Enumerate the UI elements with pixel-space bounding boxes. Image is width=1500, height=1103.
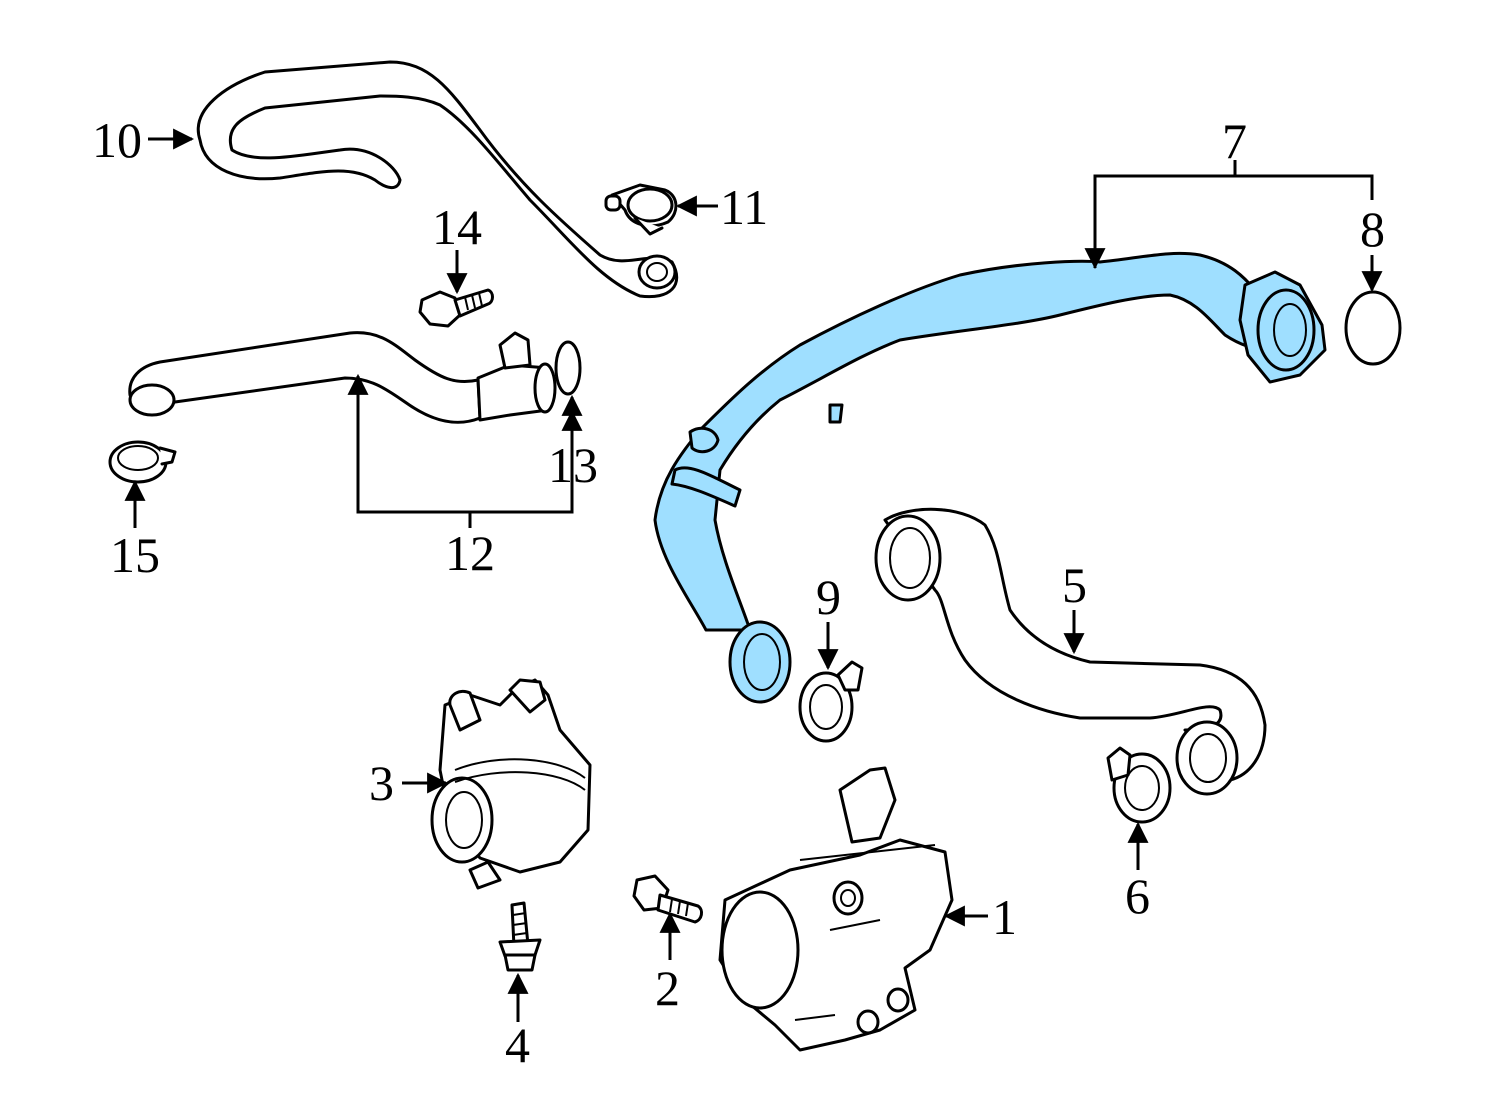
leader-lines	[124, 128, 1383, 1022]
callout-4: 4	[505, 1017, 530, 1073]
part-8-o-ring[interactable]	[1344, 290, 1402, 366]
part-2-bolt[interactable]	[632, 874, 704, 924]
part-13-o-ring[interactable]	[554, 340, 582, 396]
callout-10: 10	[92, 112, 142, 168]
part-11-clamp[interactable]	[604, 183, 678, 236]
part-12-hose[interactable]	[128, 331, 557, 424]
callout-9: 9	[816, 569, 841, 625]
callout-3: 3	[369, 755, 394, 811]
part-9-clamp[interactable]	[798, 660, 864, 743]
callout-14: 14	[432, 199, 482, 255]
part-15-clamp[interactable]	[108, 440, 177, 484]
callout-8: 8	[1360, 201, 1385, 257]
part-5-hose[interactable]	[874, 507, 1267, 796]
part-4-bolt[interactable]	[498, 901, 542, 972]
callout-2: 2	[655, 960, 680, 1016]
part-7-pipe[interactable]	[653, 251, 1327, 704]
part-6-clamp[interactable]	[1106, 746, 1172, 824]
part-1-water-pump[interactable]	[718, 766, 954, 1052]
leader-12-13	[356, 380, 574, 514]
callout-1: 1	[992, 889, 1017, 945]
callout-5: 5	[1062, 557, 1087, 613]
leader-7	[1093, 174, 1374, 268]
callout-12: 12	[445, 525, 495, 581]
part-3-thermostat[interactable]	[430, 678, 592, 890]
part-14-bolt[interactable]	[418, 288, 494, 328]
callout-11: 11	[720, 179, 768, 235]
callout-6: 6	[1125, 868, 1150, 924]
callout-labels: 10 11 14 15 12 13 7 8 9 5 6 3 4 2 1	[92, 112, 1385, 1073]
callout-15: 15	[110, 527, 160, 583]
part-10-hose[interactable]	[196, 60, 679, 299]
callout-7: 7	[1222, 113, 1247, 169]
callout-13: 13	[548, 437, 598, 493]
